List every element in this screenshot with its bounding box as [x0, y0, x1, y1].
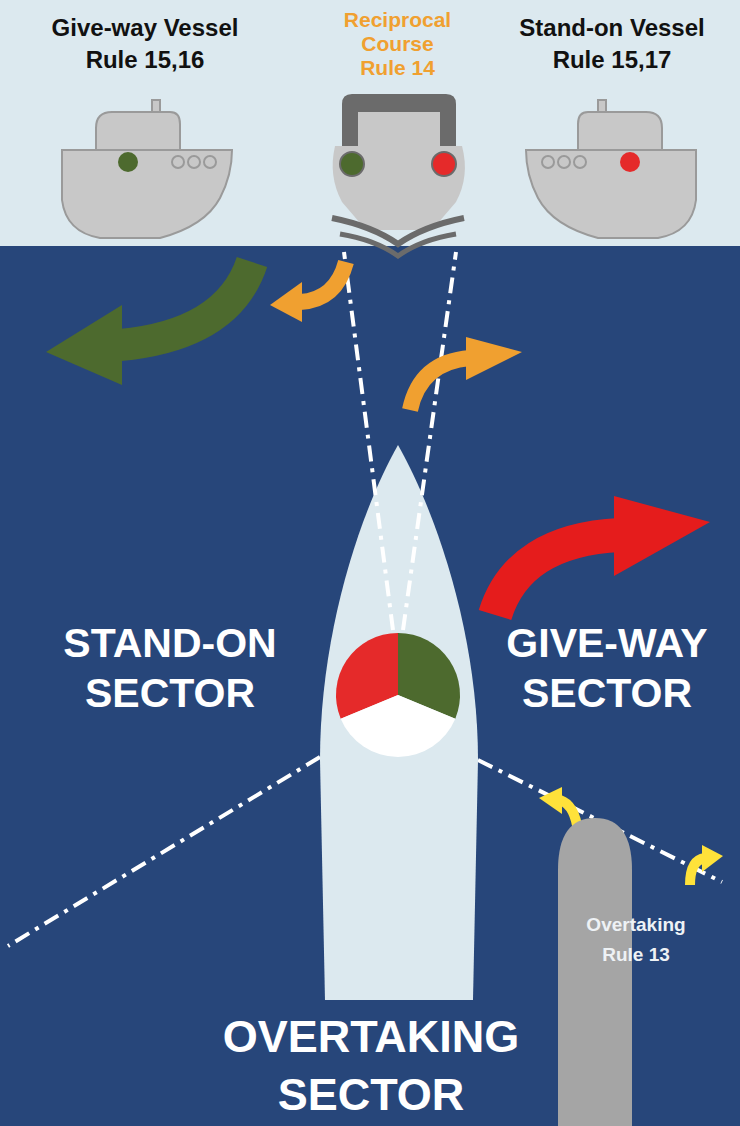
- bow-hull: [333, 146, 465, 230]
- give-way-vessel: Give-way Vessel Rule 15,16: [30, 12, 260, 244]
- stand-on-arrow: [495, 535, 620, 615]
- vessel-caption: Overtaking Rule 13: [581, 910, 691, 970]
- side-light: [118, 152, 138, 172]
- stern-light-sector: [341, 695, 456, 757]
- vessel-caption: Give-way Vessel Rule 15,16: [30, 12, 260, 76]
- bridge-frame: [342, 94, 456, 146]
- overtaking-hull: [558, 818, 632, 1126]
- porthole: [204, 156, 216, 168]
- bow-wave: [332, 218, 464, 244]
- reciprocal-arrow-head: [466, 337, 522, 380]
- porthole: [542, 156, 554, 168]
- give-way-arrow: [120, 262, 252, 345]
- bow-wave: [340, 234, 456, 256]
- sector-line: [8, 757, 320, 946]
- overtaking-arrow-head: [702, 845, 723, 872]
- overtaking-vessel: Overtaking Rule 13: [555, 818, 695, 1126]
- vessel-caption: Stand-on Vessel Rule 15,17: [497, 12, 727, 76]
- porthole: [574, 156, 586, 168]
- reciprocal-arrow: [410, 358, 470, 410]
- sector-label: STAND-ON SECTOR: [50, 618, 290, 718]
- own-vessel: [320, 445, 478, 1000]
- bow-line: [344, 252, 393, 630]
- side-light: [620, 152, 640, 172]
- horizon-band: [0, 0, 740, 246]
- give-way-arrow-head: [46, 305, 122, 385]
- hull: [526, 150, 696, 238]
- bow-line: [403, 252, 456, 630]
- reciprocal-arrow-head: [270, 282, 302, 322]
- overtaking-vessel-shape: [555, 818, 695, 1126]
- vessel-hull: [526, 100, 696, 238]
- porthole: [558, 156, 570, 168]
- stand-on-vessel: Stand-on Vessel Rule 15,17: [497, 12, 727, 244]
- cabin: [578, 112, 662, 152]
- vessel-hull: [62, 100, 232, 238]
- porthole: [172, 156, 184, 168]
- sector-label: GIVE-WAY SECTOR: [487, 618, 727, 718]
- bridge: [356, 108, 442, 148]
- starboard-light: [340, 152, 364, 176]
- reciprocal-vessel: Reciprocal Course Rule 14: [320, 2, 475, 245]
- vessel-caption: Reciprocal Course Rule 14: [340, 8, 455, 80]
- cabin: [96, 112, 180, 152]
- stand-on-arrow-head: [614, 496, 710, 576]
- reciprocal-arrow: [300, 262, 346, 302]
- sector-label: OVERTAKING SECTOR: [201, 1008, 541, 1124]
- hull: [62, 150, 232, 238]
- port-light: [432, 152, 456, 176]
- porthole: [188, 156, 200, 168]
- overtaking-arrow-head: [539, 787, 562, 814]
